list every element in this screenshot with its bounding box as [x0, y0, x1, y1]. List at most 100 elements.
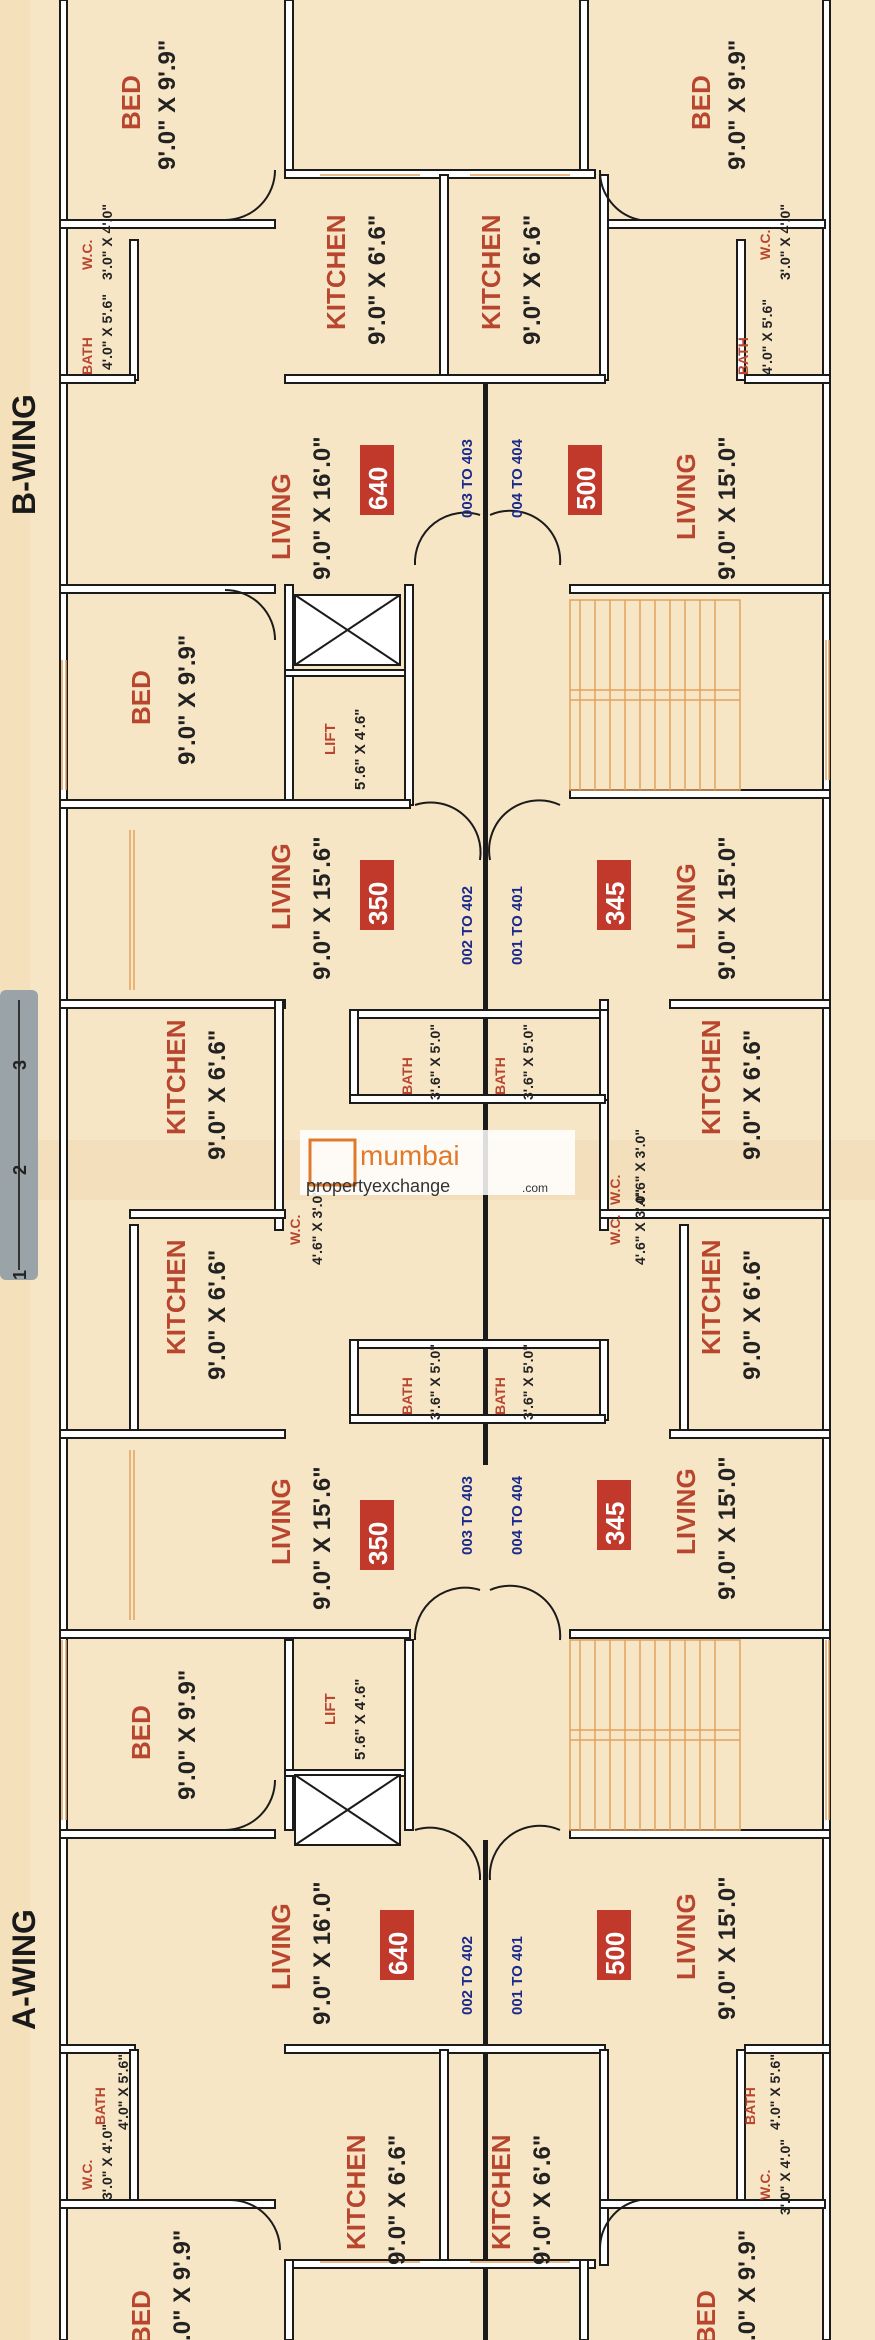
dim-bed-b-top-left: 9'.0" X 9'.9" — [154, 40, 181, 170]
a-wing-title: A-WING — [6, 1909, 42, 2030]
dim-kitchen-a2: 9'.0" X 6'.6" — [529, 2135, 556, 2265]
room-kitchen-c1: KITCHEN — [161, 1019, 191, 1135]
room-living-b-345: LIVING — [671, 863, 701, 950]
unit-range-b-004: 004 TO 404 — [509, 438, 526, 518]
dim-wc-a-left: 3'.0" X 4'.0" — [99, 2124, 115, 2200]
room-lift-b: LIFT — [322, 723, 339, 755]
room-bed-a-bottom-right: BED — [691, 2290, 721, 2340]
room-living-a-345: LIVING — [671, 1468, 701, 1555]
dim-wc-a-right: 3'.0" X 4'.0" — [777, 2139, 793, 2215]
dim-living-a-345: 9'.0" X 15'.0" — [714, 1456, 741, 1600]
dim-bath-c1: 3'.6" X 5'.0" — [427, 1024, 443, 1100]
room-wc-c3: W.C. — [607, 1175, 623, 1205]
room-bed-b-mid: BED — [126, 670, 156, 725]
room-bath-a-right: BATH — [742, 2087, 758, 2125]
dim-living-b-350: 9'.0" X 15'.6" — [309, 836, 336, 980]
room-bath-b-left: BATH — [79, 337, 95, 375]
dim-kitchen-c3: 9'.0" X 6'.6" — [204, 1250, 231, 1380]
room-kitchen-c2: KITCHEN — [696, 1019, 726, 1135]
dim-bath-b-left: 4'.0" X 5'.6" — [99, 294, 115, 370]
unit-range-b-001: 001 TO 401 — [509, 886, 526, 965]
dim-lift-a: 5'.6" X 4'.6" — [352, 1679, 369, 1760]
scale-label-3: 3 — [10, 1060, 30, 1070]
dim-wc-b-right: 3'.0" X 4'.0" — [777, 204, 793, 280]
dim-bath-a-right: 4'.0" X 5'.6" — [767, 2054, 783, 2130]
room-bath-c3: BATH — [399, 1377, 415, 1415]
room-bath-c1: BATH — [399, 1057, 415, 1095]
dim-bed-b-mid: 9'.0" X 9'.9" — [174, 635, 201, 765]
door-swings — [224, 169, 641, 2251]
watermark-brand: mumbai — [360, 1140, 460, 1171]
watermark-tld: .com — [522, 1181, 548, 1195]
room-living-b-350: LIVING — [266, 843, 296, 930]
scale-label-2: 2 — [10, 1165, 30, 1175]
dim-bath-c3: 3'.6" X 5'.0" — [427, 1344, 443, 1420]
room-wc-b-right: W.C. — [757, 230, 773, 260]
dim-wc-c3: 4'.6" X 3'.0" — [632, 1129, 648, 1205]
dim-wc-c1: 4'.6" X 3'.0" — [309, 1189, 325, 1265]
room-living-b-500: LIVING — [671, 453, 701, 540]
unit-range-a-002: 002 TO 402 — [459, 1936, 476, 2015]
unit-range-a-004: 004 TO 404 — [509, 1475, 526, 1555]
area-badge-b-345: 345 — [600, 882, 630, 925]
unit-range-a-003: 003 TO 403 — [459, 1476, 476, 1555]
dim-kitchen-c1: 9'.0" X 6'.6" — [204, 1030, 231, 1160]
room-living-b-640: LIVING — [266, 473, 296, 560]
dim-bath-c4: 3'.6" X 5'.0" — [520, 1344, 536, 1420]
dim-wc-c2: 4'.6" X 3'.0" — [632, 1189, 648, 1265]
room-kitchen-b2: KITCHEN — [476, 214, 506, 330]
dim-kitchen-c4: 9'.0" X 6'.6" — [739, 1250, 766, 1380]
b-wing-title: B-WING — [6, 394, 42, 515]
dim-bed-b-top-right: 9'.0" X 9'.9" — [724, 40, 751, 170]
windows — [61, 174, 830, 2263]
room-bath-c4: BATH — [492, 1377, 508, 1415]
dim-living-a-640: 9'.0" X 16'.0" — [309, 1881, 336, 2025]
staircases — [569, 599, 741, 1831]
dim-bath-c2: 3'.6" X 5'.0" — [520, 1024, 536, 1100]
dim-kitchen-c2: 9'.0" X 6'.6" — [739, 1030, 766, 1160]
area-badge-b-640: 640 — [363, 467, 393, 510]
dim-bed-a-mid: 9'.0" X 9'.9" — [174, 1670, 201, 1800]
dim-bath-b-right: 4'.0" X 5'.6" — [759, 299, 775, 375]
room-bed-b-top-right: BED — [686, 75, 716, 130]
area-badge-a-640: 640 — [383, 1932, 413, 1975]
dim-wc-b-left: 3'.0" X 4'.0" — [99, 204, 115, 280]
area-badge-b-500: 500 — [571, 467, 601, 510]
watermark-sub: propertyexchange — [306, 1176, 450, 1196]
room-living-a-350: LIVING — [266, 1478, 296, 1565]
dim-bed-a-bottom-right: 9'.0" X 9'.9" — [734, 2230, 761, 2340]
unit-range-b-002: 002 TO 402 — [459, 886, 476, 965]
room-kitchen-c4: KITCHEN — [696, 1239, 726, 1355]
dim-bed-a-bottom-left: 9'.0" X 9'.9" — [169, 2230, 196, 2340]
dim-living-b-640: 9'.0" X 16'.0" — [309, 436, 336, 580]
dim-living-b-345: 9'.0" X 15'.0" — [714, 836, 741, 980]
room-kitchen-a2: KITCHEN — [486, 2134, 516, 2250]
room-wc-a-left: W.C. — [79, 2160, 95, 2190]
walls — [59, 0, 831, 2340]
unit-range-b-003: 003 TO 403 — [459, 439, 476, 518]
unit-range-a-001: 001 TO 401 — [509, 1936, 526, 2015]
area-badge-a-500: 500 — [600, 1932, 630, 1975]
room-bed-a-mid: BED — [126, 1705, 156, 1760]
room-kitchen-c3: KITCHEN — [161, 1239, 191, 1355]
dim-living-a-350: 9'.0" X 15'.6" — [309, 1466, 336, 1610]
room-bed-a-bottom-left: BED — [126, 2290, 156, 2340]
room-wc-a-right: W.C. — [757, 2170, 773, 2200]
area-badge-b-350: 350 — [363, 882, 393, 925]
dim-lift-b: 5'.6" X 4'.6" — [352, 709, 369, 790]
watermark: mumbai propertyexchange .com — [300, 1130, 575, 1196]
dim-kitchen-b2: 9'.0" X 6'.6" — [519, 215, 546, 345]
area-badge-a-350: 350 — [363, 1522, 393, 1565]
room-living-a-640: LIVING — [266, 1903, 296, 1990]
room-living-a-500: LIVING — [671, 1893, 701, 1980]
dim-living-b-500: 9'.0" X 15'.0" — [714, 436, 741, 580]
dim-kitchen-a1: 9'.0" X 6'.6" — [384, 2135, 411, 2265]
room-bath-b-right: BATH — [735, 337, 751, 375]
room-wc-b-left: W.C. — [79, 240, 95, 270]
dim-kitchen-b1: 9'.0" X 6'.6" — [364, 215, 391, 345]
room-wc-c1: W.C. — [287, 1215, 303, 1245]
scale-label-1: 1 — [10, 1270, 30, 1280]
scale-bar: 3 2 1 — [0, 990, 38, 1280]
room-wc-c2: W.C. — [607, 1215, 623, 1245]
